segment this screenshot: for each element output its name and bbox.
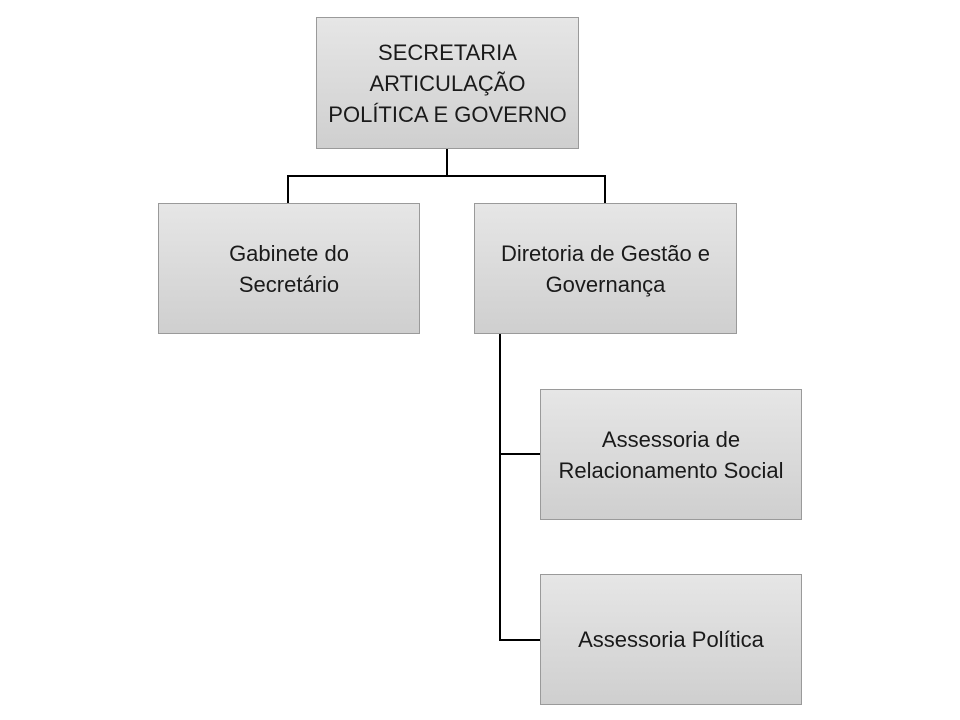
- node-secretaria: SECRETARIA ARTICULAÇÃO POLÍTICA E GOVERN…: [316, 17, 579, 149]
- node-assessoria-relacionamento-social: Assessoria de Relacionamento Social: [540, 389, 802, 520]
- node-diretoria-gestao-governanca: Diretoria de Gestão e Governança: [474, 203, 737, 334]
- node-assessoria-politica: Assessoria Política: [540, 574, 802, 705]
- node-gabinete-do-secretario: Gabinete do Secretário: [158, 203, 420, 334]
